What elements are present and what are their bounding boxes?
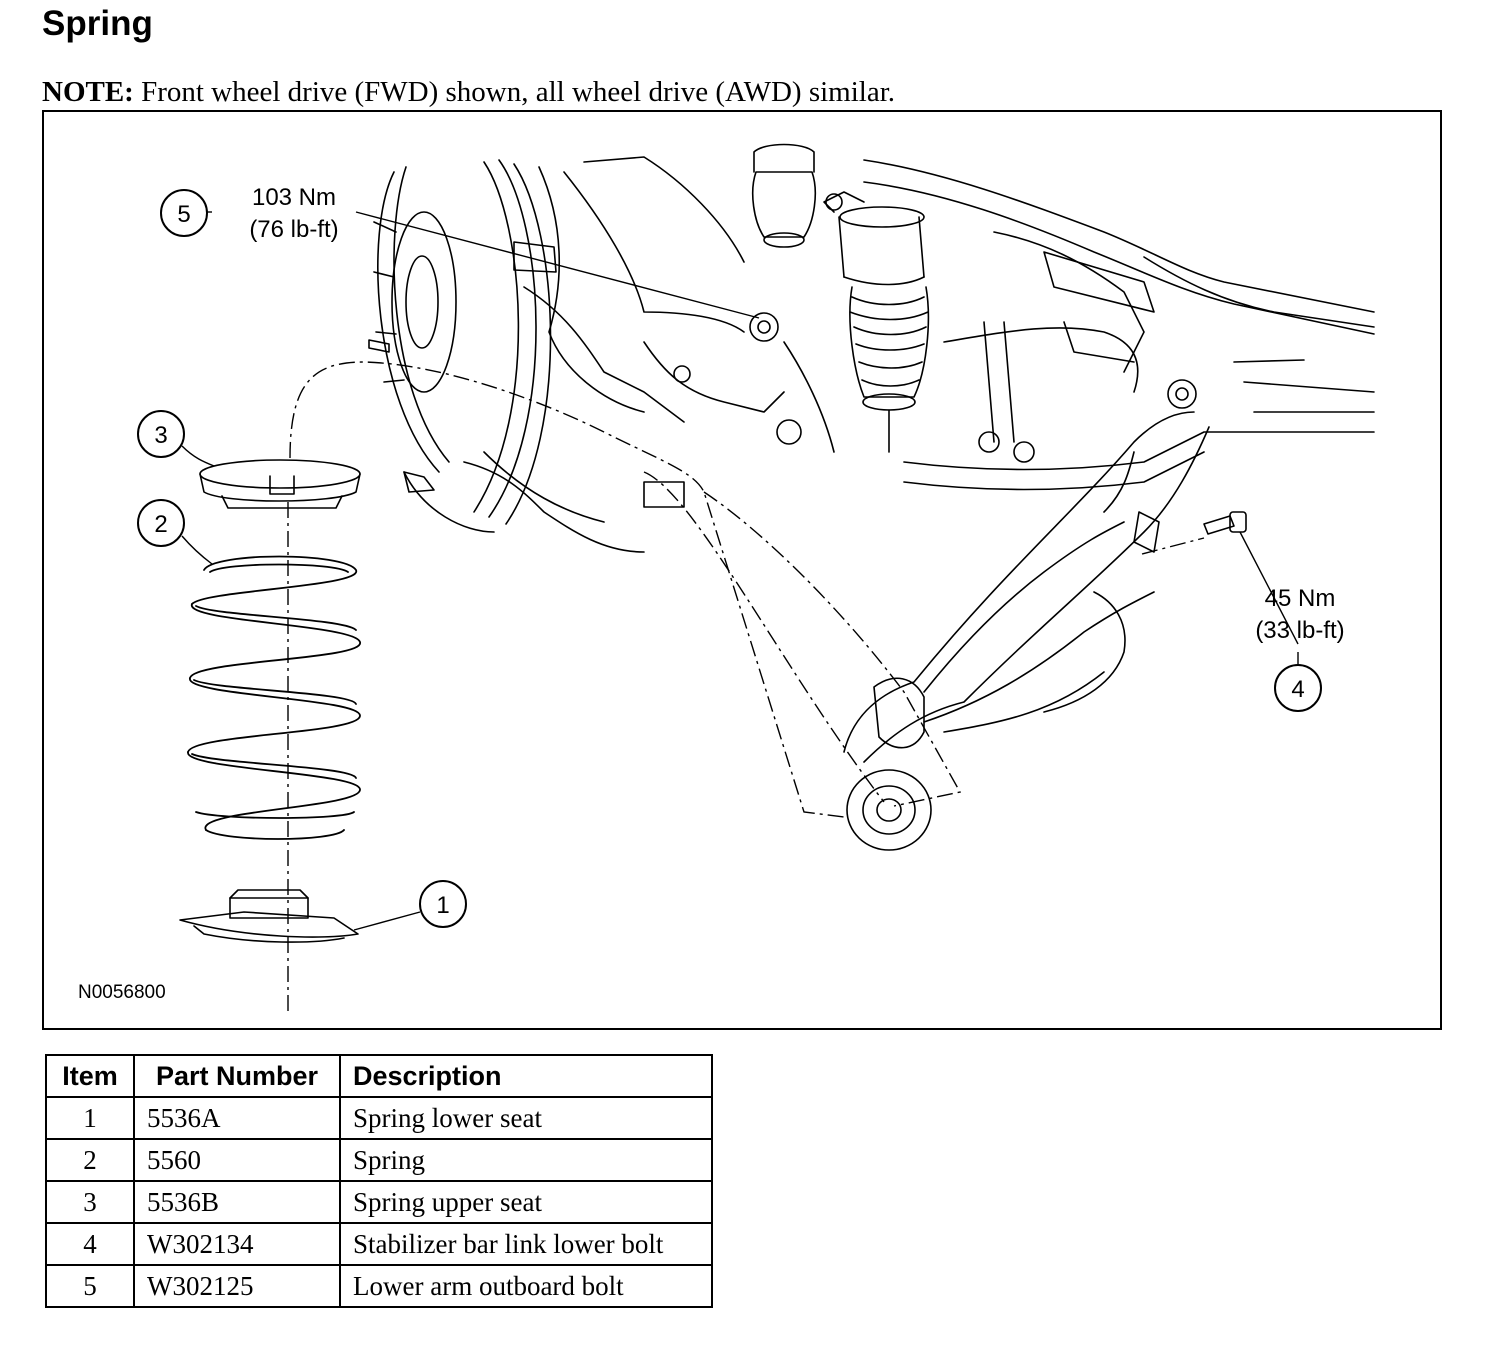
cell-item: 5 [45,1264,135,1308]
callout-circle-2 [137,499,185,547]
callout-2: 2 [154,511,167,538]
cell-part-number: 5536B [133,1180,341,1224]
col-header-description: Description [339,1054,713,1098]
callout-circle-3 [137,410,185,458]
cell-description: Spring [339,1138,713,1182]
assembly-line-3 [703,491,962,807]
cell-part-number: 5536A [133,1096,341,1140]
note: NOTE: Front wheel drive (FWD) shown, all… [42,74,895,110]
table-row: 1 5536A Spring lower seat [45,1096,713,1140]
lower-arm-drawing [843,411,1210,851]
col-header-part-number: Part Number [133,1054,341,1098]
coil-spring-drawing [187,555,361,840]
cell-item: 2 [45,1138,135,1182]
spring-upper-seat-drawing [199,459,361,509]
cell-description: Spring lower seat [339,1096,713,1140]
leader-2 [181,535,213,565]
table-row: 3 5536B Spring upper seat [45,1180,713,1224]
cell-part-number: W302125 [133,1264,341,1308]
cell-item: 3 [45,1180,135,1224]
torque-4-nm: 45 Nm [1265,585,1336,612]
cell-item: 1 [45,1096,135,1140]
subframe-drawing [776,159,1375,491]
diagram-svg: 5 3 2 1 4 103 Nm (76 lb-ft) 45 Nm (33 lb… [78,143,1375,1012]
leader-5 [355,211,760,319]
callout-circle-4 [1274,664,1322,712]
torque-4-lbft: (33 lb-ft) [1255,617,1344,644]
callout-circle-5 [160,189,208,237]
cell-item: 4 [45,1222,135,1266]
note-label: NOTE: [42,76,134,108]
cell-description: Spring upper seat [339,1180,713,1224]
assembly-line-2 [643,471,885,803]
cell-description: Stabilizer bar link lower bolt [339,1222,713,1266]
spring-lower-seat-drawing [179,889,359,943]
cell-part-number: 5560 [133,1138,341,1182]
exploded-diagram: 5 3 2 1 4 103 Nm (76 lb-ft) 45 Nm (33 lb… [42,110,1442,1030]
col-header-item: Item [45,1054,135,1098]
leader-4 [1239,531,1299,645]
callout-4: 4 [1291,676,1304,703]
table-header-row: Item Part Number Description [45,1054,713,1098]
leader-3 [181,445,215,467]
shock-absorber-drawing [751,143,930,453]
figure-id: N0056800 [78,982,166,1003]
callout-circle-1 [419,880,467,928]
knuckle-drawing [403,156,835,553]
page-title: Spring [42,4,153,43]
cell-part-number: W302134 [133,1222,341,1266]
callout-1: 1 [436,892,449,919]
callout-3: 3 [154,422,167,449]
table-row: 5 W302125 Lower arm outboard bolt [45,1264,713,1308]
stabilizer-bolt-drawing [1203,511,1247,535]
parts-table: Item Part Number Description 1 5536A Spr… [45,1054,713,1308]
torque-5-nm: 103 Nm [252,184,336,211]
table-row: 2 5560 Spring [45,1138,713,1182]
brake-disc-drawing [368,159,552,533]
callout-5: 5 [177,201,190,228]
assembly-line [289,361,845,818]
bolt-line [1141,537,1205,555]
table-row: 4 W302134 Stabilizer bar link lower bolt [45,1222,713,1266]
leader-1 [353,911,421,931]
cell-description: Lower arm outboard bolt [339,1264,713,1308]
note-text: Front wheel drive (FWD) shown, all wheel… [133,76,896,108]
torque-5-lbft: (76 lb-ft) [249,216,338,243]
